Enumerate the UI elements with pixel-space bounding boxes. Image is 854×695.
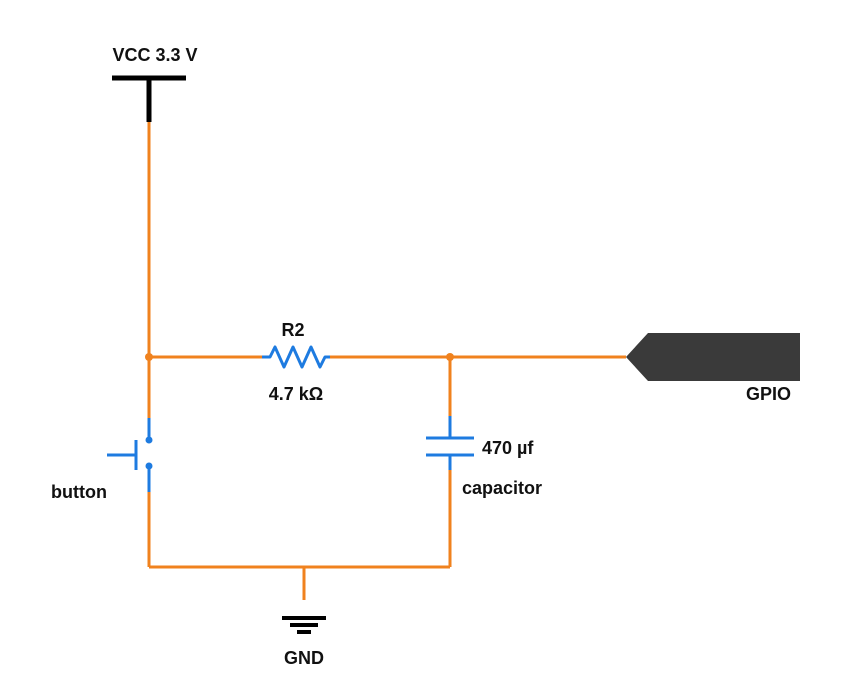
ground-icon (282, 616, 326, 634)
gnd-label: GND (284, 648, 324, 668)
capacitor-name-label: capacitor (462, 478, 542, 498)
gpio-connector-icon (626, 333, 800, 381)
wires (147, 122, 626, 600)
resistor-name-label: R2 (281, 320, 304, 340)
resistor-icon (262, 345, 330, 369)
vcc-power-icon (112, 75, 186, 122)
button-label: button (51, 482, 107, 502)
resistor-value-label: 4.7 kΩ (269, 384, 323, 404)
capacitor-value-label: 470 µf (482, 438, 534, 458)
capacitor-icon (426, 416, 474, 470)
gpio-label: GPIO (746, 384, 791, 404)
pushbutton-icon (107, 418, 153, 492)
vcc-label: VCC 3.3 V (112, 45, 197, 65)
junction-dot-right (446, 353, 454, 361)
junction-dot-left (145, 353, 153, 361)
